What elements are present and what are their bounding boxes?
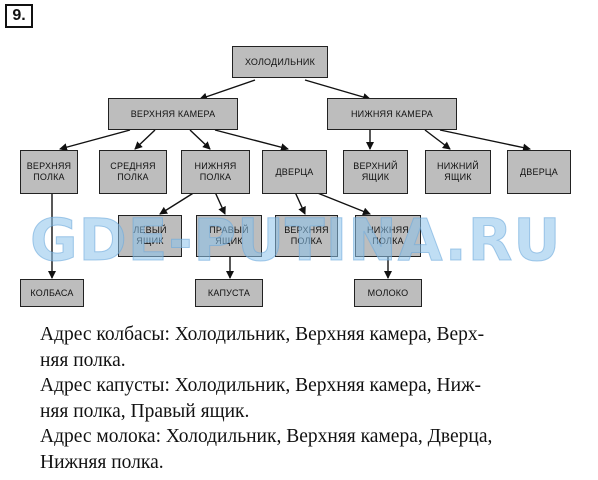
answer-line-1: Адрес колбасы: Холодильник, Верхняя каме…	[40, 324, 485, 345]
node-right-drawer: Правый ящик	[196, 215, 262, 257]
node-lower-shelf: Нижняя полка	[181, 150, 250, 194]
node-door-upper: Дверца	[262, 150, 327, 194]
node-upper-drawer: Верхний ящик	[343, 150, 408, 194]
edge-lower-lower-drawer	[424, 129, 451, 150]
edge-upper-middle-shelf	[134, 129, 156, 150]
edge-door-upper-shelf	[294, 191, 306, 215]
edge-lshelf-left	[159, 191, 196, 215]
edge-root-lower	[304, 79, 371, 101]
node-upper-shelf: Верхняя полка	[20, 150, 78, 194]
answer-line-3: Адрес капусты: Холодильник, Верхняя каме…	[40, 375, 481, 396]
edge-upper-door	[214, 129, 289, 152]
answer-line-5: Адрес молока: Холодильник, Верхняя камер…	[40, 426, 493, 447]
edge-lshelf-right	[214, 191, 226, 215]
node-milk: Молоко	[354, 279, 422, 307]
node-door-upper-shelf: Верхняя полка	[275, 215, 338, 257]
edge-lower-door	[439, 129, 531, 152]
task-number: 9.	[5, 4, 33, 28]
node-door-lower-shelf: Нижняя полка	[355, 215, 421, 257]
answer-line-4: няя полка, Правый ящик.	[40, 400, 250, 422]
edge-upper-upper-shelf	[59, 129, 131, 152]
answer-line-6: Нижняя полка.	[40, 451, 164, 473]
node-door-lower: Дверца	[507, 150, 571, 194]
node-lower-drawer: Нижний ящик	[425, 150, 491, 194]
answer-line-2: няя полка.	[40, 349, 126, 371]
node-sausage: Колбаса	[20, 279, 84, 307]
edge-upper-lower-shelf	[189, 129, 211, 150]
answers-text: Адрес колбасы: Холодильник, Верхняя каме…	[40, 322, 588, 475]
node-left-drawer: Левый ящик	[118, 215, 182, 257]
node-middle-shelf: Средняя полка	[99, 150, 167, 194]
edge-root-upper	[199, 79, 256, 101]
node-root: Холодильник	[232, 46, 328, 78]
node-lower-chamber: Нижняя камера	[327, 98, 457, 130]
node-upper-chamber: Верхняя камера	[108, 98, 238, 130]
node-cabbage: Капуста	[195, 279, 263, 307]
edge-door-lower-shelf	[314, 191, 371, 216]
